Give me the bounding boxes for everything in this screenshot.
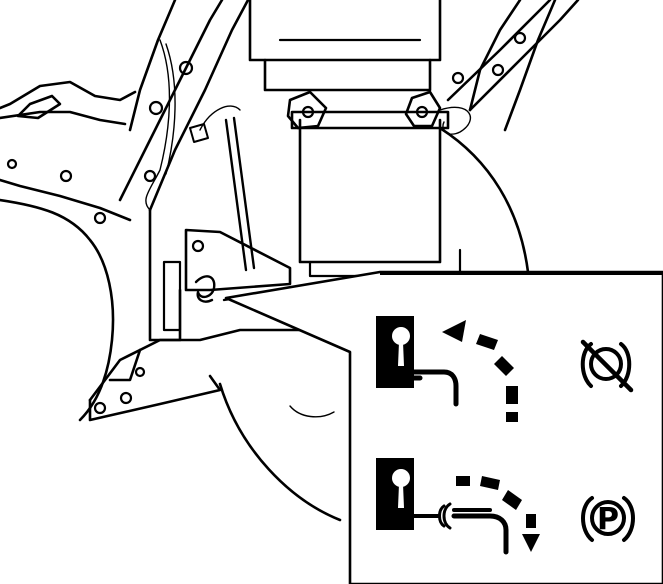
- engage-symbol-label: P: [597, 502, 619, 537]
- engine-block: [248, 0, 442, 92]
- hand-lever-pulled-icon: [376, 458, 509, 555]
- parking-brake-off-icon: [580, 339, 634, 393]
- wheels: [218, 126, 530, 522]
- hand-lever-icon: [376, 316, 459, 407]
- battery: [286, 90, 472, 278]
- callout-panel: P: [224, 270, 663, 584]
- engage-symbol: P: [376, 458, 635, 555]
- arrow-up-icon: [442, 320, 518, 422]
- machine-illustration: [0, 0, 580, 522]
- arrow-down-icon: [456, 476, 540, 552]
- parking-brake-on-icon: P: [581, 496, 635, 542]
- lower-chassis: [88, 328, 342, 422]
- release-symbol: [376, 316, 634, 422]
- right-frame: [446, 0, 580, 132]
- frame-arm: [118, 0, 250, 212]
- left-fender: [0, 80, 137, 422]
